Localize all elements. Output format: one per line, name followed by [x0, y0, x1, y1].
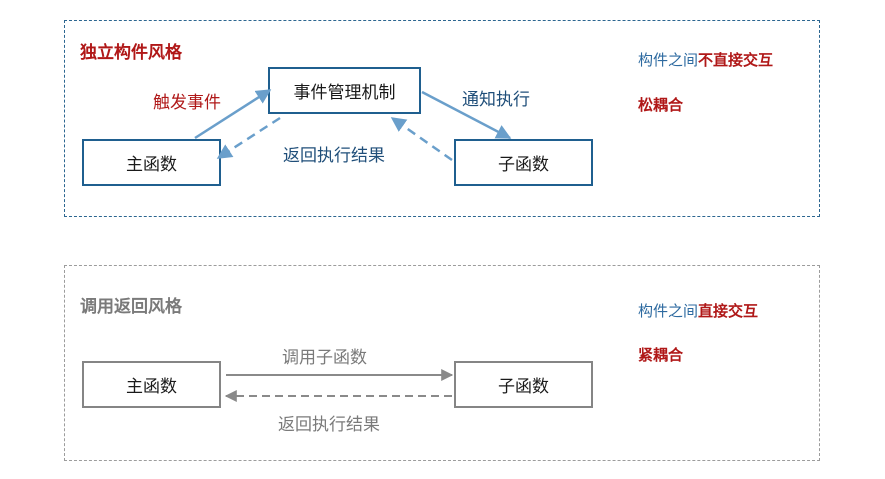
- arrow-return-to-main: [216, 116, 281, 160]
- event-style-title: 独立构件风格: [80, 43, 182, 63]
- call-sub-function-box: 子函数: [454, 361, 593, 408]
- call-main-function-label: 主函数: [126, 377, 177, 397]
- call-sub-function-label: 子函数: [498, 377, 549, 397]
- trigger-event-label: 触发事件: [153, 93, 221, 113]
- event-note-prefix: 构件之间: [638, 51, 699, 69]
- arrow-notify-execute: [421, 90, 512, 140]
- event-style-panel: [64, 20, 820, 217]
- event-sub-function-box: 子函数: [454, 139, 593, 186]
- call-sub-function-label-text: 调用子函数: [282, 348, 367, 368]
- event-mechanism-box: 事件管理机制: [268, 67, 421, 114]
- call-return-style-panel: [64, 265, 820, 461]
- call-note-prefix: 构件之间: [638, 302, 699, 320]
- tight-coupling-label: 紧耦合: [638, 346, 684, 364]
- event-return-result-label: 返回执行结果: [283, 146, 385, 166]
- loose-coupling-label: 松耦合: [638, 96, 684, 114]
- arrow-trigger-event: [194, 88, 272, 140]
- event-note-emphasis: 不直接交互: [698, 51, 774, 69]
- call-main-function-box: 主函数: [82, 361, 221, 408]
- event-main-function-box: 主函数: [82, 139, 221, 186]
- call-return-result-label: 返回执行结果: [278, 415, 380, 435]
- event-interaction-note: 构件之间不直接交互: [638, 49, 773, 70]
- call-return-style-title: 调用返回风格: [80, 297, 182, 317]
- notify-execute-label: 通知执行: [462, 90, 530, 110]
- call-note-emphasis: 直接交互: [698, 302, 759, 320]
- event-sub-function-label: 子函数: [498, 155, 549, 175]
- arrow-return-to-mechanism: [390, 116, 453, 162]
- call-interaction-note: 构件之间直接交互: [638, 300, 758, 321]
- event-mechanism-label: 事件管理机制: [293, 83, 396, 103]
- event-main-function-label: 主函数: [126, 155, 177, 175]
